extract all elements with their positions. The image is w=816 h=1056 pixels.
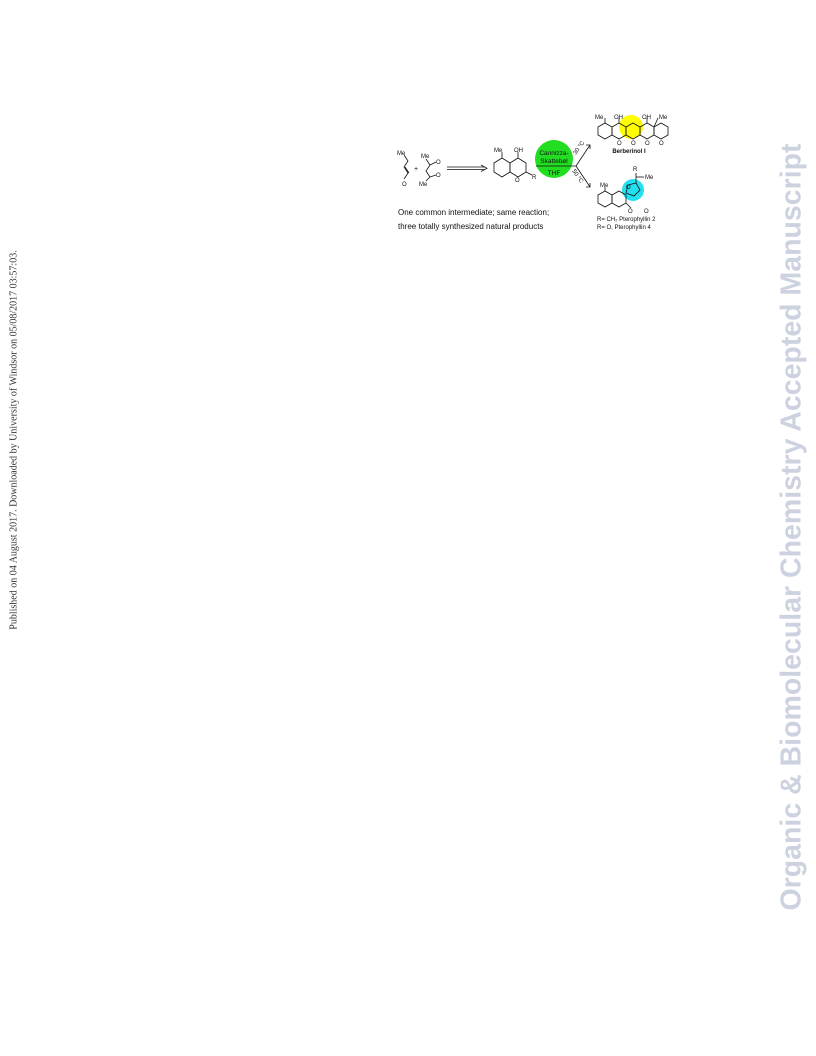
product-pterophyllin [597, 173, 644, 209]
caption-line-2: three totally synthesized natural produc… [398, 222, 544, 231]
product-berberinol [597, 117, 669, 140]
label-o-1: O [402, 182, 407, 188]
label-me-8: Me [600, 183, 609, 189]
label-o-9: O [626, 185, 631, 191]
label-oh-3: OH [642, 115, 651, 121]
label-o-2: O [436, 160, 441, 166]
label-o-3: O [436, 173, 441, 179]
common-intermediate [493, 152, 533, 178]
label-me-4: Me [494, 148, 503, 154]
label-me-7: Me [645, 175, 654, 181]
temp-lower-label: 50 °C [570, 169, 584, 185]
label-o-11: O [644, 209, 649, 215]
product1-name: Berberinol I [612, 149, 646, 155]
branch-arrows [575, 144, 591, 188]
starting-material-1 [403, 154, 410, 180]
label-me-3: Me [419, 182, 428, 188]
label-o-6: O [631, 141, 636, 147]
starting-material-2 [425, 158, 437, 182]
reagent-top-label: Cannizza- [539, 150, 568, 157]
reagent-bottom-label: THF [548, 170, 561, 177]
reagent-mid-label: Skattebøl [540, 158, 568, 165]
reaction-scheme: Me O + Me O O Me Me OH O R [397, 115, 669, 231]
label-r-2: R [633, 167, 638, 173]
label-r-1: R [532, 175, 537, 181]
journal-watermark-text: Organic & Biomolecular Chemistry Accepte… [775, 143, 808, 911]
label-me-1: Me [397, 151, 406, 157]
label-me-2: Me [421, 154, 430, 160]
publication-stamp-text: Published on 04 August 2017. Downloaded … [8, 250, 20, 630]
product2-line2: R= O, Pterophyllin 4 [597, 225, 652, 231]
reagent-highlight-circle [535, 140, 573, 178]
product2-line1: R= CH₂ Pterophyllin 2 [597, 217, 656, 223]
reaction-arrow-1 [447, 164, 488, 172]
label-o-8: O [659, 141, 664, 147]
highlight-yellow-circle [619, 115, 643, 139]
label-o-4: O [515, 178, 520, 184]
caption-line-1: One common intermediate; same reaction; [398, 208, 550, 217]
label-o-5: O [617, 141, 622, 147]
label-o-10: O [628, 209, 633, 215]
label-me-5: Me [595, 115, 604, 121]
highlight-cyan-circle [622, 179, 644, 201]
graphical-abstract: Me O + Me O O Me Me OH O R [390, 105, 690, 240]
label-oh-2: OH [614, 115, 623, 121]
label-o-7: O [645, 141, 650, 147]
label-me-6: Me [659, 115, 668, 121]
plus-sign: + [414, 166, 418, 173]
label-oh-1: OH [514, 148, 523, 154]
